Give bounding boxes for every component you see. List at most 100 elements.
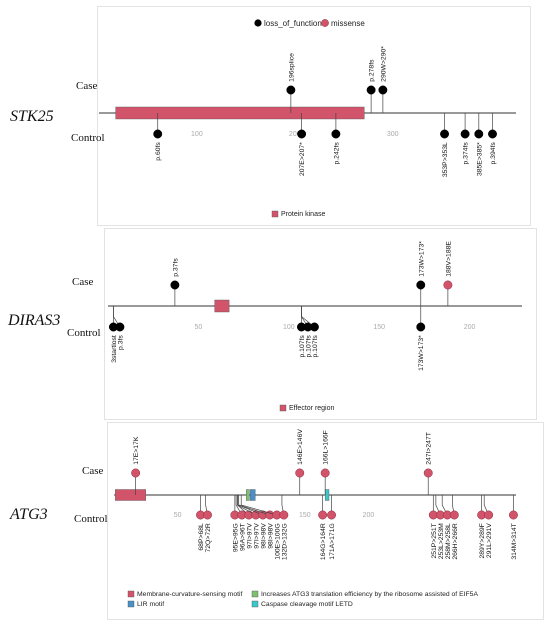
atg3-control-mutation-label-15: 266H>266R [452,523,459,560]
stk25-control-mutation-dot-6 [488,129,497,139]
atg3-control-mutation-label-4: 97I>97V [246,523,253,549]
stk25-control-mutation-dot-4 [460,129,470,139]
stk25-domain-legend-label-0: Protein kinase [281,211,325,218]
diras3-domain-legend-label-0: Effector region [289,405,335,412]
control-label-stk25: Control [71,132,105,144]
stk25-tick-label-100: 100 [191,131,203,138]
atg3-control-stem-8 [240,495,277,516]
stk25-case-mutation-dot-0 [286,85,296,95]
atg3-control-mutation-label-1: 72Q>72R [205,523,212,552]
stk25-case-mutation-dot-1 [366,85,376,95]
legend-missense-label: missense [331,19,365,28]
atg3-domain-legend-swatch-1 [127,600,135,608]
legend-lof-label: loss_of_function [264,19,322,28]
diras3-case-mutation-label-0: p.37fs [172,258,179,277]
atg3-domain-legend-swatch-0 [127,590,135,598]
gene-name-diras3: DIRAS3 [8,312,61,329]
atg3-control-mutation-label-6: 98I>98V [260,523,267,549]
atg3-case-mutation-label-2: 166L>166F [323,430,330,465]
atg3-control-mutation-label-11: 171A>171G [329,523,336,559]
diras3-control-mutation-label-0: 3startlost [111,335,118,363]
stk25-case-mutation-dot-2 [378,85,388,95]
diras3-control-mutation-label-3: p.107fs [305,335,312,358]
diras3-domain-legend-swatch-0 [279,404,287,412]
diras3-control-mutation-label-1: p.3fs [117,335,124,350]
atg3-control-mutation-dot-18 [509,510,518,520]
diras3-control-stem-4 [301,306,315,328]
stk25-control-mutation-label-6: p.394fs [490,142,497,165]
atg3-case-mutation-label-1: 146E>146V [297,429,304,465]
atg3-control-mutation-label-18: 314M>314T [511,523,518,559]
stk25-control-mutation-label-2: p.242fs [333,142,340,165]
atg3-control-mutation-label-3: 96A>96T [239,523,246,551]
stk25-case-mutation-label-1: p.278fs [369,59,376,82]
panel-frame-diras3 [104,228,537,420]
control-label-diras3: Control [67,327,101,339]
diras3-tick-label-200: 200 [464,324,476,331]
atg3-control-mutation-dot-11 [327,510,336,520]
stk25-control-mutation-label-0: p.60fs [155,142,162,161]
diras3-domain-0 [214,299,230,313]
atg3-control-mutation-label-0: 68P>68L [198,523,205,551]
atg3-control-mutation-label-5: 97I>97V [253,523,260,549]
atg3-domain-legend-swatch-3 [251,600,259,608]
case-label-diras3: Case [72,276,94,288]
atg3-control-mutation-label-8: 100E>100G [274,523,281,559]
atg3-tick-label-200: 200 [363,512,375,519]
atg3-domain-0 [115,489,147,501]
stk25-tick-label-200: 200 [289,131,301,138]
atg3-control-stem-5 [237,495,257,516]
diras3-case-mutation-dot-0 [170,280,180,290]
diras3-control-mutation-dot-1 [115,322,125,332]
gene-name-atg3: ATG3 [10,506,48,523]
panel-frame-atg3 [107,422,544,620]
legend-lof-dot [254,19,262,27]
atg3-control-mutation-label-12: 251P>251T [431,523,438,558]
diras3-tick-label-150: 150 [373,324,385,331]
diras3-control-mutation-dot-4 [309,322,319,332]
diras3-case-mutation-label-2: 188V>188E [445,241,452,277]
atg3-case-mutation-label-0: 17E>17K [133,436,140,465]
atg3-control-mutation-dot-9 [279,510,289,520]
atg3-control-mutation-label-13: 253L>253M [438,523,445,559]
atg3-control-mutation-label-9: 132D>132G [281,523,288,560]
atg3-case-mutation-dot-2 [320,468,330,478]
atg3-control-mutation-dot-10 [318,510,328,520]
atg3-control-mutation-dot-1 [203,510,212,520]
stk25-control-mutation-label-4: p.374fs [463,142,470,165]
atg3-control-mutation-dot-15 [449,510,459,520]
atg3-control-mutation-label-17: 291L>291V [486,523,493,558]
gene-name-stk25: STK25 [10,108,54,125]
diras3-tick-label-50: 50 [194,324,202,331]
atg3-control-stem-7 [238,495,270,516]
atg3-control-mutation-label-10: 164G>164R [320,523,327,560]
atg3-control-mutation-label-7: 98I>98V [267,523,274,549]
atg3-control-mutation-label-16: 289Y>289F [479,523,486,558]
legend-missense-dot [321,19,329,27]
atg3-control-mutation-label-2: 95E>95G [232,523,239,552]
diras3-tick-label-100: 100 [283,324,295,331]
stk25-control-mutation-dot-5 [474,129,484,139]
stk25-control-mutation-dot-3 [440,129,449,139]
diras3-control-mutation-label-5: 173W>173* [418,335,425,371]
diras3-case-mutation-dot-1 [416,280,426,290]
atg3-domain-2 [246,489,250,501]
atg3-domain-legend-label-2: Increases ATG3 translation efficiency by… [261,591,478,598]
stk25-control-mutation-label-5: 385E>385* [476,142,483,176]
stk25-control-mutation-dot-0 [153,129,163,139]
stk25-control-mutation-label-1: 207E>207* [299,142,306,176]
stk25-case-mutation-label-0: 196splice [288,53,295,82]
stk25-control-mutation-dot-2 [331,129,341,139]
atg3-domain-legend-label-0: Membrane-curvature-sensing motif [137,591,243,598]
diras3-case-mutation-label-1: 173W>173* [418,241,425,277]
atg3-domain-1 [249,489,256,501]
stk25-case-mutation-label-2: 290W>290* [380,46,387,82]
atg3-tick-label-150: 150 [299,512,311,519]
case-label-stk25: Case [76,80,98,92]
atg3-domain-legend-swatch-2 [251,590,259,598]
atg3-domain-3 [324,489,330,501]
stk25-control-mutation-dot-1 [297,129,307,139]
case-label-atg3: Case [82,465,104,477]
